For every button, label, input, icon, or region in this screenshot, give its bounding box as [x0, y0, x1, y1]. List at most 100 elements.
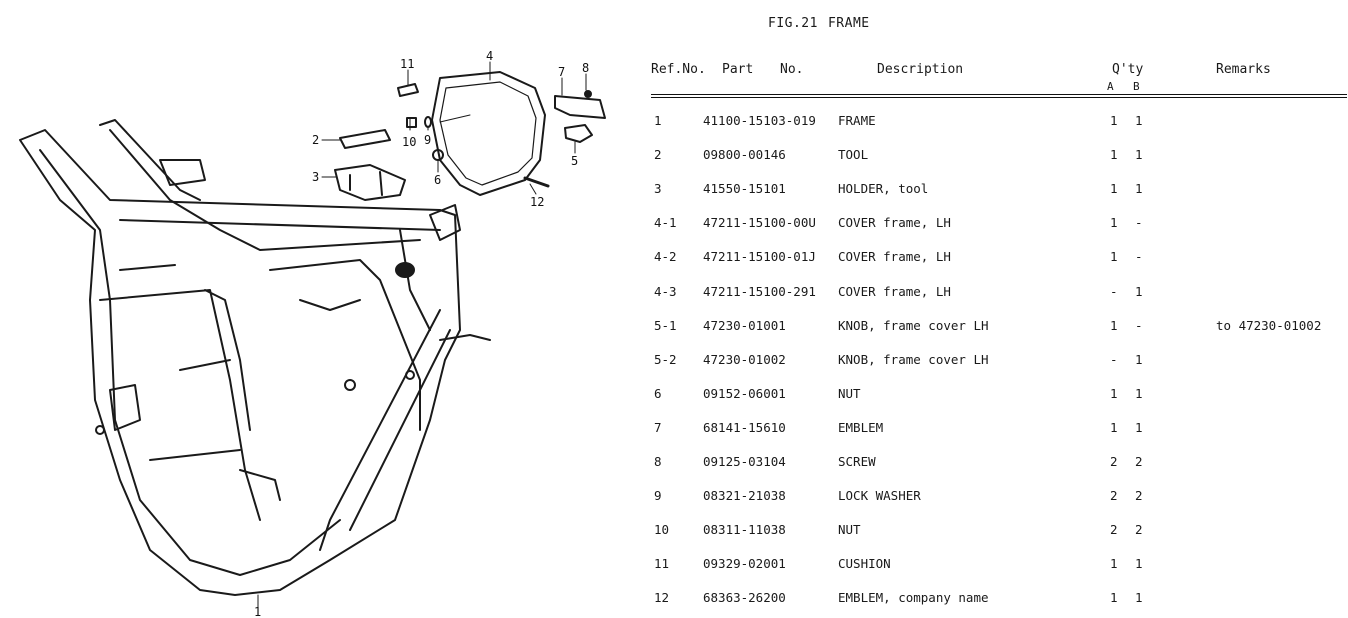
callout-6: 6 [434, 173, 441, 187]
ref-no-cell: 8 [654, 454, 662, 469]
description-cell: NUT [838, 522, 861, 538]
description-cell: HOLDER, tool [838, 181, 929, 197]
callout-4: 4 [486, 49, 493, 63]
header-description: Description [877, 62, 964, 77]
qty-b-cell: 1 [1135, 590, 1143, 606]
ref-no-cell: 4-1 [654, 215, 677, 231]
tool-holder-part [334, 164, 406, 201]
description-cell: EMBLEM [838, 419, 884, 435]
part-number-cell: 09125-03104 [703, 454, 786, 469]
knob-part [564, 124, 593, 143]
part-number-cell: 41550-15101 [703, 181, 786, 197]
header-part: Part [722, 62, 754, 77]
qty-a-cell: - [1110, 351, 1118, 367]
qty-b-cell: 2 [1135, 454, 1143, 469]
part-number-cell: 09329-02001 [703, 556, 786, 572]
callout-12: 12 [530, 195, 544, 209]
part-number-cell: 09800-00146 [703, 147, 786, 163]
description-cell: NUT [838, 385, 861, 401]
header-rule-top [651, 94, 1347, 95]
qty-a-cell: 1 [1110, 147, 1118, 163]
table-row: 8 09125-03104 SCREW 2 2 [0, 454, 1348, 474]
qty-a-cell: 1 [1110, 113, 1118, 128]
qty-a-cell: 1 [1110, 556, 1118, 572]
qty-b-cell: 1 [1135, 419, 1143, 435]
part-number-cell: 08321-21038 [703, 488, 786, 504]
qty-b-cell: 1 [1135, 147, 1143, 163]
part-number-cell: 47211-15100-01J [703, 249, 816, 265]
part-number-cell: 08311-11038 [703, 522, 786, 538]
description-cell: COVER frame, LH [838, 249, 951, 265]
ref-no-cell: 4-2 [654, 249, 677, 265]
frame-cover-part [431, 71, 546, 196]
callout-5: 5 [571, 154, 578, 168]
remarks-cell: to 47230-01002 [1216, 317, 1322, 333]
ref-no-cell: 11 [654, 556, 670, 572]
ref-no-cell: 2 [654, 147, 662, 163]
qty-a-cell: 2 [1110, 454, 1118, 469]
callout-3: 3 [312, 170, 319, 184]
qty-b-cell: - [1135, 249, 1143, 265]
callout-11: 11 [400, 57, 414, 71]
ref-no-cell: 5-1 [654, 317, 677, 333]
ref-no-cell: 1 [654, 113, 662, 128]
qty-a-cell: 1 [1110, 249, 1118, 265]
qty-b-cell: 2 [1135, 488, 1143, 504]
description-cell: KNOB, frame cover LH [838, 317, 989, 333]
callout-2: 2 [312, 133, 319, 147]
description-cell: KNOB, frame cover LH [838, 351, 989, 367]
description-cell: FRAME [838, 113, 876, 128]
description-cell: LOCK WASHER [838, 488, 921, 504]
header-qty-b: B [1133, 80, 1140, 93]
header-no: No. [780, 62, 804, 77]
callout-9: 9 [424, 133, 431, 147]
qty-a-cell: 2 [1110, 522, 1118, 538]
ref-no-cell: 4-3 [654, 283, 677, 299]
callout-1: 1 [254, 605, 261, 618]
description-cell: COVER frame, LH [838, 283, 951, 299]
cushion-part [397, 83, 419, 97]
description-cell: CUSHION [838, 556, 891, 572]
qty-b-cell: 1 [1135, 556, 1143, 572]
qty-b-cell: 1 [1135, 113, 1143, 128]
part-number-cell: 68141-15610 [703, 419, 786, 435]
ref-no-cell: 9 [654, 488, 662, 504]
description-cell: COVER frame, LH [838, 215, 951, 231]
part-number-cell: 41100-15103-019 [703, 113, 816, 128]
part-number-cell: 47230-01001 [703, 317, 786, 333]
header-rule-bottom [651, 97, 1347, 98]
qty-a-cell: 1 [1110, 590, 1118, 606]
frame-drawing: 1 2 3 4 5 6 7 8 9 10 11 12 [19, 49, 606, 618]
callout-7: 7 [558, 65, 565, 79]
description-cell: SCREW [838, 454, 876, 469]
part-number-cell: 68363-26200 [703, 590, 786, 606]
qty-a-cell: - [1110, 283, 1118, 299]
qty-a-cell: 1 [1110, 317, 1118, 333]
header-qty: Q'ty [1112, 62, 1144, 77]
figure-number: FIG.21 [768, 16, 818, 31]
part-number-cell: 47211-15100-291 [703, 283, 816, 299]
qty-b-cell: 2 [1135, 522, 1143, 538]
description-cell: EMBLEM, company name [838, 590, 989, 606]
table-row: 1 41100-15103-019 FRAME 1 1 [0, 113, 1348, 133]
part-number-cell: 47211-15100-00U [703, 215, 816, 231]
ref-no-cell: 6 [654, 385, 662, 401]
qty-b-cell: 1 [1135, 181, 1143, 197]
header-remarks: Remarks [1216, 62, 1271, 77]
ref-no-cell: 5-2 [654, 351, 677, 367]
qty-b-cell: 1 [1135, 351, 1143, 367]
qty-b-cell: 1 [1135, 385, 1143, 401]
qty-a-cell: 1 [1110, 215, 1118, 231]
